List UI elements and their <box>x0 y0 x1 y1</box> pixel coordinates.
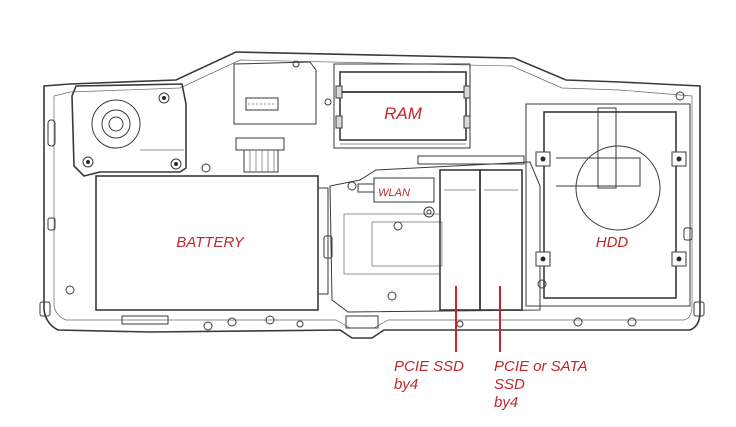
hdd-label: HDD <box>596 234 629 251</box>
connector-bay <box>233 61 317 125</box>
battery-connector-strip <box>317 187 329 295</box>
screw-left-bottom <box>65 285 75 295</box>
screw-top-connector <box>292 60 300 68</box>
ribbon-cable <box>243 149 279 173</box>
fan-screw-bottom-right-inner <box>174 162 178 166</box>
fan-housing <box>71 83 187 177</box>
hdd-side-latch <box>683 227 693 241</box>
center-board <box>329 161 541 313</box>
pcie-sata-ssd-label-line-1: PCIE or SATA <box>494 358 588 375</box>
chassis-inner-outline <box>53 59 693 329</box>
hdd <box>543 111 677 299</box>
hdd-platter <box>575 145 661 231</box>
hdd-mount-screws <box>535 151 687 267</box>
gear-icon <box>423 206 435 218</box>
left-foot <box>39 301 51 317</box>
hdd-flex-cable <box>556 157 641 187</box>
ram-label: RAM <box>384 104 423 123</box>
left-latch <box>47 119 56 147</box>
right-foot <box>693 301 705 317</box>
fan-rotor-mid <box>101 109 131 139</box>
battery-latch-right <box>323 235 333 259</box>
left-port <box>47 217 56 231</box>
center-connector <box>417 155 525 165</box>
ram-bay <box>333 63 471 149</box>
fan-rotor-outer <box>91 99 141 149</box>
wlan-screw <box>347 181 357 191</box>
fan-screw-top <box>158 92 170 104</box>
center-board-inner2 <box>371 221 443 267</box>
bottom-edge-screws <box>203 315 637 331</box>
center-board-inner <box>343 213 441 275</box>
battery-bottom-latch <box>121 315 169 325</box>
wlan-card <box>373 177 435 203</box>
hdd-connector <box>597 107 617 189</box>
screw-hdd-bottom <box>537 279 547 289</box>
fan-screw-bottom-right <box>170 158 182 170</box>
pcie-sata-ssd-label-line-3: by4 <box>494 394 518 411</box>
wlan-label: WLAN <box>378 187 410 199</box>
hdd-bay <box>525 103 691 307</box>
screw-top-left <box>201 163 211 173</box>
bottom-tab <box>345 315 379 329</box>
ssd-slot-1 <box>439 169 481 311</box>
chassis-outline <box>43 51 701 339</box>
fan-screw-top-inner <box>162 96 166 100</box>
fan-hub <box>108 116 124 132</box>
ram-module-top <box>339 71 467 93</box>
fan-screw-bottom-left <box>82 156 94 168</box>
screw-mid-small <box>324 98 332 106</box>
screw-center-bottom <box>387 291 397 301</box>
ram-clips <box>335 85 471 129</box>
ribbon-connector <box>235 137 285 151</box>
pcie-ssd-label-line-2: by4 <box>394 376 418 393</box>
screw-top-right <box>675 91 685 101</box>
battery-label: BATTERY <box>176 234 245 251</box>
pcie-sata-ssd-label-line-2: SSD <box>494 376 525 393</box>
top-connector <box>245 97 279 111</box>
fan-screw-bottom-left-inner <box>86 160 90 164</box>
pcie-sata-ssd-label: PCIE or SATA SSD by4 <box>494 358 591 411</box>
ribbon-cable-stripes <box>249 150 275 172</box>
screw-center <box>393 221 403 231</box>
wlan-antenna-clip <box>357 183 375 193</box>
pcie-ssd-label-line-1: PCIE SSD <box>394 358 464 375</box>
pcie-ssd-label: PCIE SSD by4 <box>394 358 468 393</box>
